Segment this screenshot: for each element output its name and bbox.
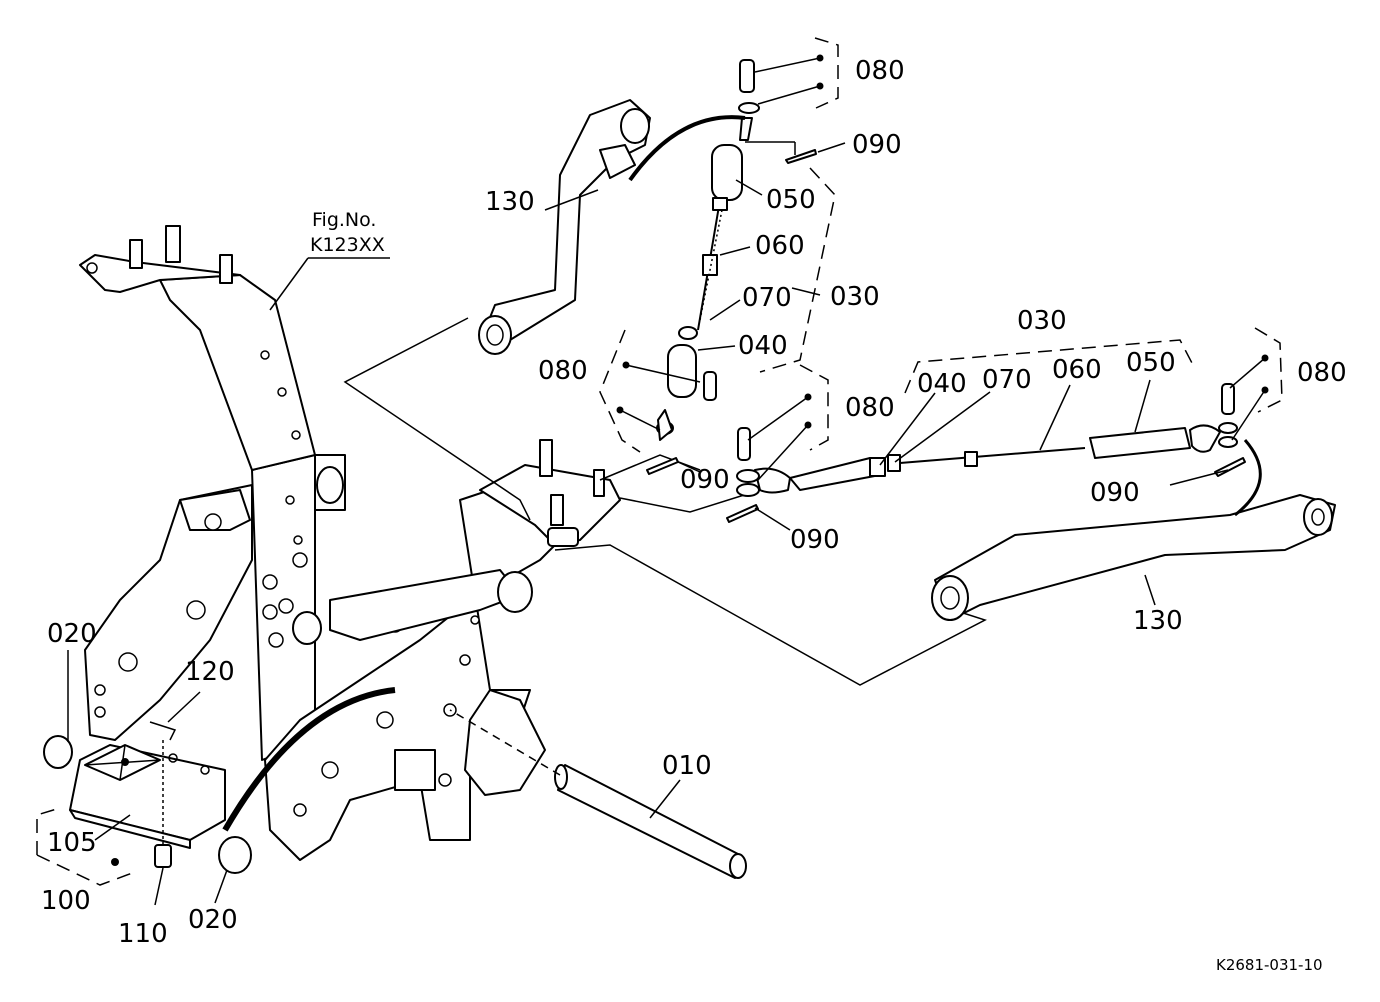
assembly-arrows bbox=[222, 115, 1262, 832]
callout-060-left: 060 bbox=[755, 231, 805, 261]
top-studs bbox=[129, 225, 233, 284]
callout-090-right: 090 bbox=[1090, 478, 1140, 508]
callout-060-right: 060 bbox=[1052, 355, 1102, 385]
callout-020-bottom: 020 bbox=[188, 905, 238, 935]
callout-080-right: 080 bbox=[1297, 358, 1347, 388]
callout-090-midleft: 090 bbox=[680, 465, 730, 495]
callout-040-left: 040 bbox=[738, 331, 788, 361]
callout-110: 110 bbox=[118, 919, 168, 949]
callout-080-top: 080 bbox=[855, 56, 905, 86]
callout-090-center: 090 bbox=[790, 525, 840, 555]
callout-030-right: 030 bbox=[1017, 306, 1067, 336]
callout-050-right: 050 bbox=[1126, 348, 1176, 378]
top-link-left-130 bbox=[478, 99, 651, 355]
figure-ref-line1: Fig.No. bbox=[312, 209, 376, 231]
callout-130-right: 130 bbox=[1133, 606, 1183, 636]
callout-020-top: 020 bbox=[47, 619, 97, 649]
frame-holes bbox=[94, 350, 308, 718]
callout-070-left: 070 bbox=[742, 283, 792, 313]
callout-040-right: 040 bbox=[917, 369, 967, 399]
cross-pin-010 bbox=[449, 709, 747, 879]
callout-010: 010 bbox=[662, 751, 712, 781]
drawbar-bracket-100 bbox=[43, 721, 252, 874]
group-brackets bbox=[36, 37, 1283, 886]
callout-070-right: 070 bbox=[982, 365, 1032, 395]
callout-105: 105 bbox=[47, 828, 97, 858]
callout-120: 120 bbox=[185, 657, 235, 687]
callout-130-left: 130 bbox=[485, 187, 535, 217]
drawing-code: K2681-031-10 bbox=[1216, 956, 1323, 974]
callout-100: 100 bbox=[41, 886, 91, 916]
hitch-frame bbox=[79, 225, 621, 861]
lower-link-right-130 bbox=[931, 494, 1336, 621]
callout-090-top: 090 bbox=[852, 130, 902, 160]
callout-080-center: 080 bbox=[845, 393, 895, 423]
turnbuckle-horizontal bbox=[736, 383, 1238, 497]
callout-080-midleft: 080 bbox=[538, 356, 588, 386]
assembly-outline bbox=[343, 317, 987, 686]
turnbuckle-vertical bbox=[656, 59, 760, 441]
callout-050-left: 050 bbox=[766, 185, 816, 215]
callout-030-left: 030 bbox=[830, 282, 880, 312]
leader-lines bbox=[67, 54, 1269, 906]
figure-ref-line2: K123XX bbox=[310, 234, 385, 256]
callout-labels: 080 090 130 050 060 070 030 040 080 090 … bbox=[41, 56, 1347, 974]
